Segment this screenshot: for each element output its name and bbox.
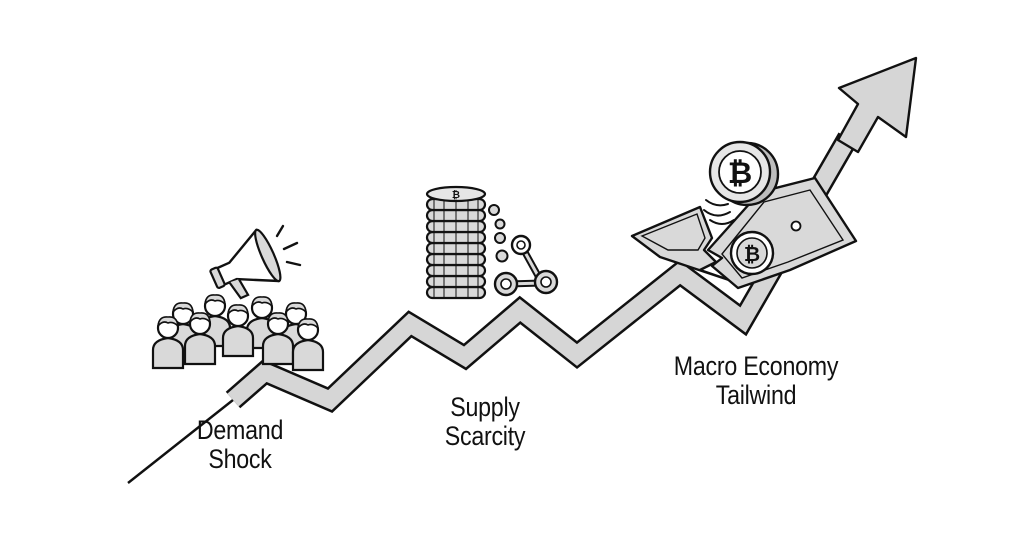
torn-banknote-icon: ₿ — [630, 176, 858, 290]
svg-text:₿: ₿ — [728, 156, 752, 191]
label-supply-scarcity: Supply Scarcity — [416, 393, 554, 451]
upward-trend-arrow — [127, 56, 918, 484]
label-demand-line1: Demand — [196, 415, 284, 445]
arrowhead — [836, 56, 918, 154]
svg-text:₿: ₿ — [744, 242, 760, 266]
label-demand-line2: Shock — [208, 444, 272, 474]
svg-text:₿: ₿ — [452, 189, 460, 201]
small-coins-icon — [488, 204, 509, 263]
sound-lines — [275, 224, 302, 267]
crowd-of-people-icon — [151, 293, 325, 372]
chain-link-icon — [493, 234, 559, 297]
label-macro-line1: Macro Economy — [673, 351, 839, 381]
motion-lines — [703, 199, 735, 225]
label-supply-line2: Scarcity — [444, 421, 526, 451]
label-macro-line2: Tailwind — [715, 380, 797, 410]
bitcoin-coin-icon: ₿ — [708, 140, 780, 207]
megaphone-icon — [209, 228, 282, 300]
coin-stack-icon: ₿ — [425, 185, 487, 300]
label-macro-economy-tailwind: Macro Economy Tailwind — [653, 352, 859, 410]
label-supply-line1: Supply — [450, 392, 520, 422]
label-demand-shock: Demand Shock — [171, 416, 309, 474]
